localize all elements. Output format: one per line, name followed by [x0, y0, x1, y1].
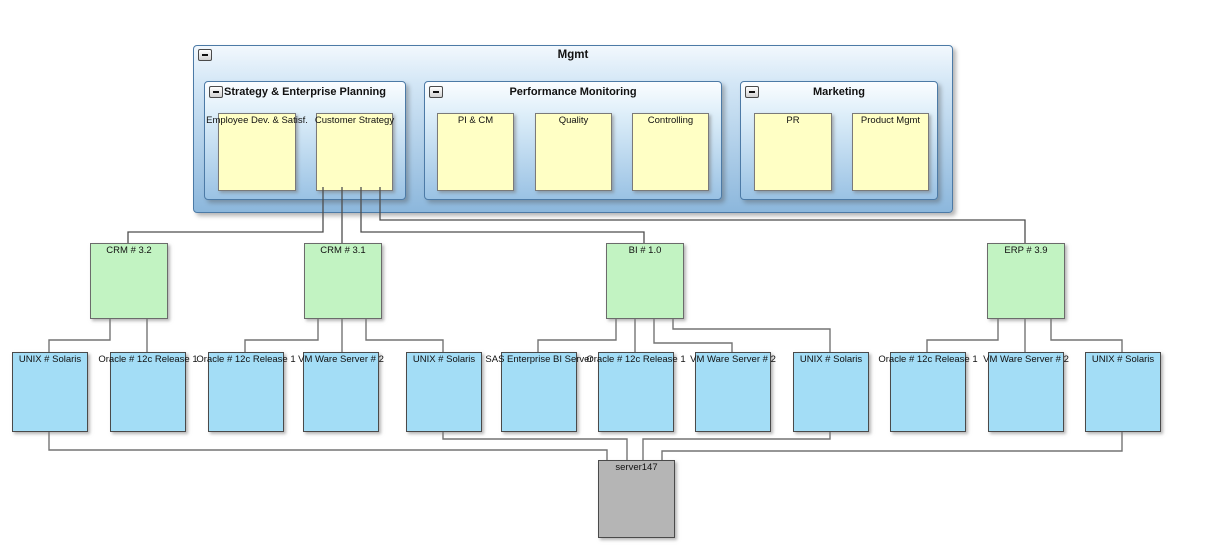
- technology-unix-solaris-2[interactable]: UNIX # Solaris: [406, 352, 482, 432]
- application-label: BI # 1.0: [628, 245, 662, 256]
- technology-label: UNIX # Solaris: [18, 354, 82, 365]
- group-title: Performance Monitoring: [509, 86, 637, 98]
- capability-label: PR: [786, 115, 800, 126]
- capability-product-mgmt[interactable]: Product Mgmt: [852, 113, 929, 191]
- technology-label: VM Ware Server # 2: [298, 354, 384, 365]
- technology-oracle-12c-3[interactable]: Oracle # 12c Release 1: [586, 352, 686, 432]
- technology-label: Oracle # 12c Release 1: [98, 354, 198, 365]
- minus-icon: [213, 91, 219, 93]
- technology-label: VM Ware Server # 2: [983, 354, 1069, 365]
- connector: [653, 317, 733, 352]
- group-performance-monitoring[interactable]: Performance Monitoring PI & CM Quality C…: [424, 81, 722, 200]
- application-bi-1-0[interactable]: BI # 1.0: [606, 243, 684, 319]
- application-crm-3-1[interactable]: CRM # 3.1: [304, 243, 382, 319]
- capability-label: Controlling: [647, 115, 694, 126]
- collapse-icon[interactable]: [429, 86, 443, 98]
- capability-label: Quality: [558, 115, 589, 126]
- application-erp-3-9[interactable]: ERP # 3.9: [987, 243, 1065, 319]
- application-label: CRM # 3.1: [320, 245, 366, 256]
- capability-customer-strategy[interactable]: Customer Strategy: [314, 113, 395, 191]
- connector: [672, 317, 831, 352]
- technology-label: VM Ware Server # 2: [690, 354, 776, 365]
- capability-label: Employee Dev. & Satisf.: [206, 115, 308, 126]
- technology-unix-solaris-1[interactable]: UNIX # Solaris: [12, 352, 88, 432]
- group-title: Strategy & Enterprise Planning: [224, 86, 386, 98]
- technology-label: UNIX # Solaris: [799, 354, 863, 365]
- capability-label: PI & CM: [457, 115, 494, 126]
- minus-icon: [749, 91, 755, 93]
- technology-vmware-server-2[interactable]: VM Ware Server # 2: [690, 352, 776, 432]
- technology-label: UNIX # Solaris: [1091, 354, 1155, 365]
- connector: [661, 430, 1123, 460]
- connector: [365, 317, 444, 352]
- connector: [48, 317, 111, 352]
- connector: [244, 317, 319, 352]
- technology-unix-solaris-3[interactable]: UNIX # Solaris: [793, 352, 869, 432]
- connector: [537, 317, 617, 352]
- connector: [642, 430, 831, 460]
- technology-vmware-server-1[interactable]: VM Ware Server # 2: [298, 352, 384, 432]
- technology-label: Oracle # 12c Release 1: [586, 354, 686, 365]
- capability-pr[interactable]: PR: [754, 113, 832, 191]
- capability-label: Customer Strategy: [314, 115, 395, 126]
- connector: [1050, 317, 1123, 352]
- technology-label: SAS Enterprise BI Server: [485, 354, 593, 365]
- application-label: ERP # 3.9: [1004, 245, 1048, 256]
- group-strategy-enterprise-planning[interactable]: Strategy & Enterprise Planning Employee …: [204, 81, 406, 200]
- collapse-icon[interactable]: [745, 86, 759, 98]
- collapse-icon[interactable]: [209, 86, 223, 98]
- application-crm-3-2[interactable]: CRM # 3.2: [90, 243, 168, 319]
- technology-oracle-12c-2[interactable]: Oracle # 12c Release 1: [196, 352, 296, 432]
- technology-oracle-12c-4[interactable]: Oracle # 12c Release 1: [878, 352, 978, 432]
- capability-label: Product Mgmt: [860, 115, 921, 126]
- container-mgmt[interactable]: Mgmt Strategy & Enterprise Planning Empl…: [193, 45, 953, 213]
- technology-label: Oracle # 12c Release 1: [878, 354, 978, 365]
- capability-employee-dev-satisf[interactable]: Employee Dev. & Satisf.: [206, 113, 308, 191]
- connector: [926, 317, 999, 352]
- server-label: server147: [615, 462, 658, 473]
- technology-sas-enterprise-bi-server[interactable]: SAS Enterprise BI Server: [485, 352, 593, 432]
- server-server147[interactable]: server147: [598, 460, 675, 538]
- technology-vmware-server-3[interactable]: VM Ware Server # 2: [983, 352, 1069, 432]
- application-label: CRM # 3.2: [106, 245, 152, 256]
- group-title: Marketing: [813, 86, 865, 98]
- connector: [442, 430, 628, 460]
- technology-label: UNIX # Solaris: [412, 354, 476, 365]
- capability-pi-cm[interactable]: PI & CM: [437, 113, 514, 191]
- technology-label: Oracle # 12c Release 1: [196, 354, 296, 365]
- capability-quality[interactable]: Quality: [535, 113, 612, 191]
- collapse-icon[interactable]: [198, 49, 212, 61]
- technology-unix-solaris-4[interactable]: UNIX # Solaris: [1085, 352, 1161, 432]
- container-mgmt-title: Mgmt: [557, 49, 589, 61]
- group-marketing[interactable]: Marketing PR Product Mgmt: [740, 81, 938, 200]
- capability-controlling[interactable]: Controlling: [632, 113, 709, 191]
- technology-oracle-12c-1[interactable]: Oracle # 12c Release 1: [98, 352, 198, 432]
- connector: [48, 430, 608, 460]
- minus-icon: [202, 54, 208, 56]
- minus-icon: [433, 91, 439, 93]
